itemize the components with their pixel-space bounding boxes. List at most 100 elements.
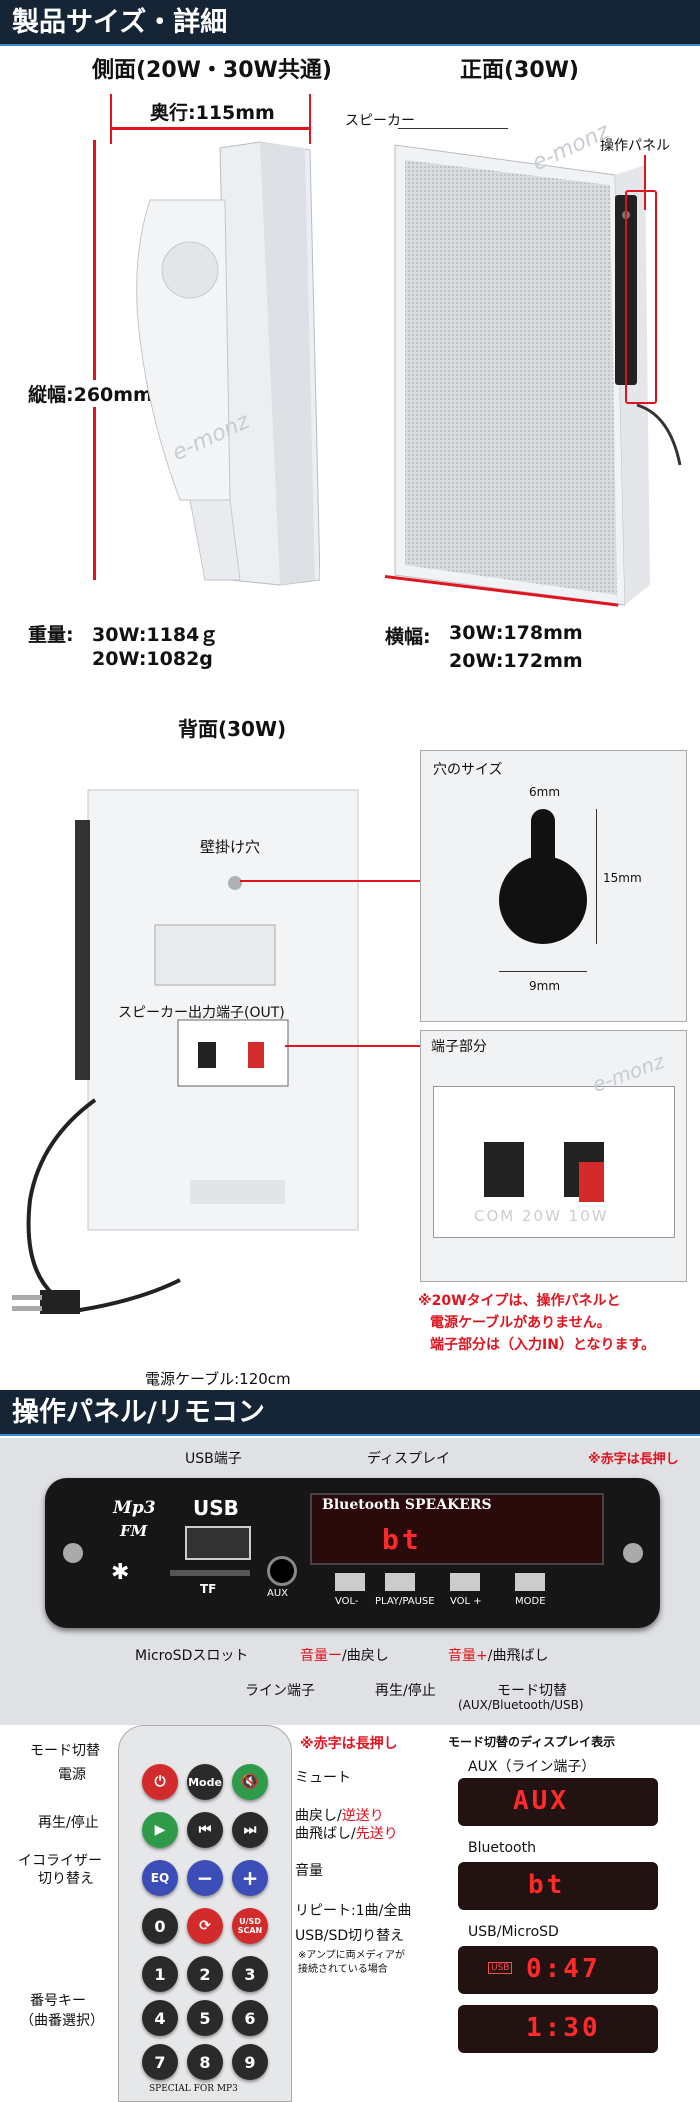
remote-repeat-button[interactable]: ⟳	[187, 1908, 223, 1944]
terminal-pointer	[285, 1045, 425, 1047]
mode-label: モード切替	[497, 1683, 567, 1699]
remote-mode-button[interactable]: Mode	[187, 1764, 223, 1800]
side-view-title: 側面(20W・30W共通)	[92, 58, 332, 83]
remote-label-usbsd-note1: ※アンプに両メディアが	[298, 1950, 405, 1961]
panel-highlight	[625, 190, 657, 404]
remote-digit-6[interactable]: 6	[232, 2000, 268, 2036]
hole-size-title: 穴のサイズ	[433, 762, 503, 778]
remote-label-eq2: 切り替え	[38, 1871, 94, 1887]
remote-digit-0[interactable]: 0	[142, 1908, 178, 1944]
remote-digit-4[interactable]: 4	[142, 2000, 178, 2036]
hole-circle	[499, 856, 587, 944]
display-modes-title: モード切替のディスプレイ表示	[448, 1735, 616, 1749]
remote-label-usbsd-note2: 接続されている場合	[298, 1964, 388, 1975]
remote-digit-2[interactable]: 2	[187, 1956, 223, 1992]
remote-label-num1: 番号キー	[30, 1993, 86, 2009]
remote-play-button[interactable]: ▶	[142, 1812, 178, 1848]
remote-label-vol: 音量	[295, 1863, 323, 1879]
remote-label-next: 曲飛ばし/先送り	[295, 1826, 398, 1842]
width-20: 20W:172mm	[449, 650, 583, 672]
depth-line	[110, 127, 310, 130]
hole-width-bottom: 9mm	[529, 979, 561, 993]
type20-note-line3: 端子部分は（入力IN）となります。	[430, 1337, 656, 1353]
panel-note: ※赤字は長押し	[588, 1452, 679, 1467]
hole-size-panel: 穴のサイズ 6mm 15mm 9mm	[420, 750, 687, 1022]
panel-btn-vol-plus: VOL +	[450, 1596, 482, 1607]
type20-note-line1: ※20Wタイプは、操作パネルと	[418, 1293, 621, 1309]
width-30: 30W:178mm	[449, 622, 583, 644]
remote-label-num2: （曲番選択）	[20, 2013, 104, 2029]
section2-title: 操作パネル/リモコン	[12, 1397, 265, 1428]
bt-mode-label: Bluetooth	[468, 1840, 536, 1856]
remote-digit-9[interactable]: 9	[232, 2044, 268, 2080]
depth-tick-left	[110, 94, 112, 144]
panel-callout: 操作パネル	[600, 138, 670, 154]
prev-button[interactable]	[335, 1573, 365, 1591]
remote-label-power: 電源	[58, 1767, 86, 1783]
width-label: 横幅:	[385, 626, 431, 648]
remote-vol-up-button[interactable]: +	[232, 1860, 268, 1896]
remote-digit-3[interactable]: 3	[232, 1956, 268, 1992]
type20-note: ※20Wタイプは、操作パネルと 電源ケーブルがありません。 端子部分は（入力IN…	[418, 1290, 655, 1356]
remote-next-button[interactable]: ⏭	[232, 1812, 268, 1848]
terminal-black	[484, 1142, 524, 1197]
hole-width-top: 6mm	[529, 785, 561, 799]
usb-mode-screen: USB 0:47	[458, 1946, 658, 1994]
remote-eq-button[interactable]: EQ	[142, 1860, 178, 1896]
panel-tf: TF	[200, 1582, 217, 1596]
depth-label: 奥行:115mm	[150, 102, 275, 124]
terminal-text: COM 20W 10W	[474, 1207, 609, 1225]
led-display: Bluetooth SPEAKERS bt	[310, 1493, 604, 1565]
side-view-speaker	[136, 141, 320, 586]
panel-btn-play: PLAY/PAUSE	[375, 1596, 435, 1607]
remote-prev-button[interactable]: ⏮	[187, 1812, 223, 1848]
section2-title-bar: 操作パネル/リモコン	[0, 1390, 700, 1436]
usb-mode-text-2: 1:30	[526, 2013, 601, 2043]
remote-digit-5[interactable]: 5	[187, 2000, 223, 2036]
panel-callout-line	[644, 155, 646, 210]
mode-button[interactable]	[515, 1573, 545, 1591]
remote-digit-1[interactable]: 1	[142, 1956, 178, 1992]
play-label: 再生/停止	[375, 1683, 436, 1699]
vol-minus-label: 音量ー/曲戻し	[300, 1648, 389, 1664]
usb-mode-badge: USB	[488, 1962, 513, 1974]
usb-mode-label: USB/MicroSD	[468, 1924, 559, 1940]
usb-mode-screen-2: 1:30	[458, 2005, 658, 2053]
depth-tick-right	[309, 94, 311, 144]
aux-jack[interactable]	[267, 1556, 297, 1586]
screw-left	[63, 1543, 83, 1563]
type20-note-line2: 電源ケーブルがありません。	[430, 1315, 611, 1331]
section-title-bar: 製品サイズ・詳細	[0, 0, 700, 46]
usb-port[interactable]	[185, 1526, 251, 1560]
hole-height: 15mm	[603, 871, 642, 885]
height-label: 縦幅:260mm	[28, 380, 153, 407]
next-button[interactable]	[450, 1573, 480, 1591]
remote-label-prev: 曲戻し/逆送り	[295, 1808, 384, 1824]
microsd-slot[interactable]	[170, 1570, 250, 1576]
remote-digit-7[interactable]: 7	[142, 2044, 178, 2080]
remote-vol-down-button[interactable]: −	[187, 1860, 223, 1896]
hole-height-line	[596, 809, 597, 944]
remote-note: ※赤字は長押し	[300, 1736, 398, 1752]
usb-port-label: USB端子	[185, 1451, 242, 1467]
section-title: 製品サイズ・詳細	[12, 7, 228, 38]
panel-fm: FM	[120, 1522, 148, 1540]
play-pause-button[interactable]	[385, 1573, 415, 1591]
weight-label: 重量:	[28, 624, 74, 646]
panel-usb-text: USB	[193, 1496, 239, 1520]
remote-label-mode: モード切替	[30, 1743, 100, 1759]
remote-footer: SPECIAL FOR MP3	[149, 2084, 238, 2094]
terminal-panel: 端子部分 COM 20W 10W e-monz	[420, 1030, 687, 1282]
microsd-label: MicroSDスロット	[135, 1648, 249, 1664]
remote-power-button[interactable]: ⏻	[142, 1764, 178, 1800]
remote-mute-button[interactable]: 🔇	[232, 1764, 268, 1800]
bt-mode-screen: bt	[458, 1862, 658, 1910]
vol-plus-label: 音量+/曲飛ばし	[448, 1648, 549, 1664]
remote-label-usbsd: USB/SD切り替え	[295, 1928, 405, 1944]
remote-digit-8[interactable]: 8	[187, 2044, 223, 2080]
control-panel: Mp3 FM ✱ USB TF AUX Bluetooth SPEAKERS b…	[45, 1478, 660, 1628]
height-line	[93, 140, 96, 580]
panel-display-text: bt	[382, 1523, 422, 1556]
weight-20: 20W:1082g	[92, 648, 213, 670]
